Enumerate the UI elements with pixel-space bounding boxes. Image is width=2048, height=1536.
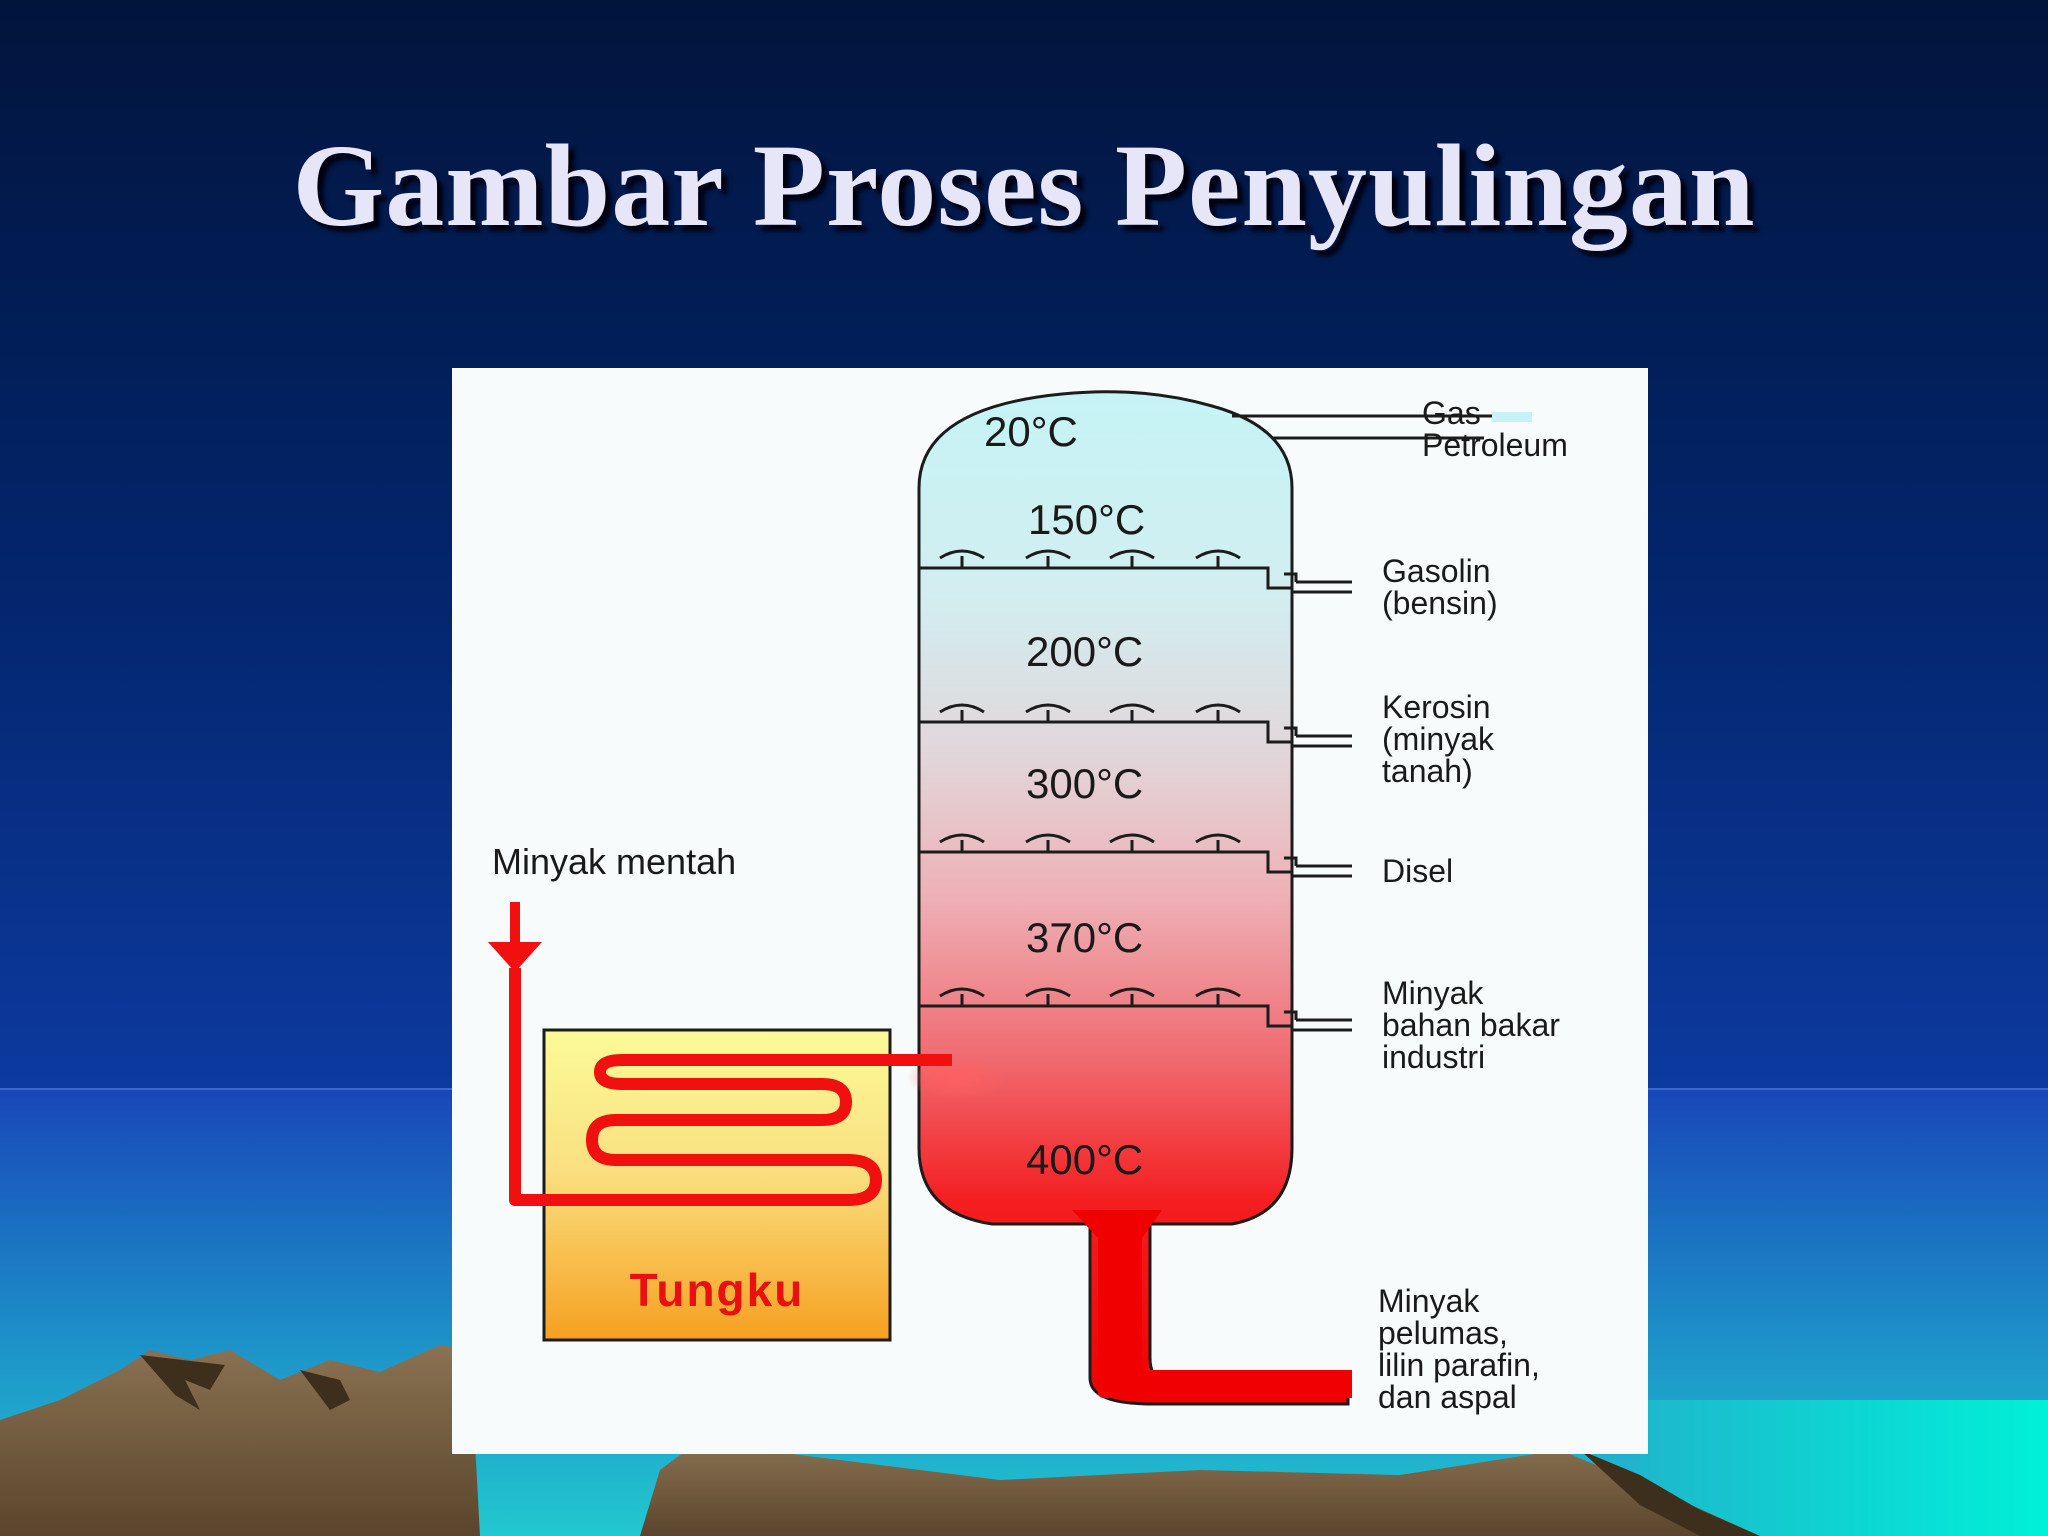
tray-2 — [919, 703, 1292, 744]
bubble-cap — [939, 703, 985, 722]
temp-label-200: 200°C — [1026, 628, 1143, 675]
bubble-cap — [1109, 549, 1155, 568]
product-gas-line2: Petroleum — [1422, 427, 1568, 463]
bubble-cap — [939, 549, 985, 568]
bubble-cap — [1025, 703, 1071, 722]
inlet-flare — [907, 1056, 1007, 1100]
temp-label-150: 150°C — [1028, 496, 1145, 543]
input-arrow-icon — [488, 902, 542, 972]
distillation-svg: 20°C 150°C 200°C 300°C 370°C 400°C Gas P… — [452, 368, 1648, 1454]
product-gasolin-line1: Gasolin — [1382, 553, 1491, 589]
bubble-cap — [1195, 549, 1241, 568]
product-outlets — [1232, 412, 1532, 440]
product-residu-line1: Minyak — [1378, 1283, 1480, 1319]
outlet-pipe-1 — [1284, 572, 1352, 594]
product-industri-line2: bahan bakar — [1382, 1007, 1560, 1043]
product-gas-line1: Gas — [1422, 395, 1481, 431]
distillation-diagram: 20°C 150°C 200°C 300°C 370°C 400°C Gas P… — [452, 368, 1648, 1454]
product-kerosin-line3: tanah) — [1382, 753, 1473, 789]
tray-4 — [919, 987, 1292, 1028]
tray-3 — [919, 833, 1292, 874]
product-gasolin-line2: (bensin) — [1382, 585, 1498, 621]
product-industri-line3: industri — [1382, 1039, 1485, 1075]
bubble-cap — [1195, 987, 1241, 1006]
side-outlets — [1284, 572, 1352, 1032]
temp-label-20: 20°C — [984, 408, 1078, 455]
input-label: Minyak mentah — [492, 841, 736, 882]
furnace-label: Tungku — [630, 1264, 805, 1316]
distillation-column — [917, 390, 1350, 1406]
product-kerosin-line2: (minyak — [1382, 721, 1495, 757]
bubble-cap — [939, 833, 985, 852]
bubble-cap — [1109, 833, 1155, 852]
temp-label-300: 300°C — [1026, 760, 1143, 807]
bubble-cap — [1025, 987, 1071, 1006]
product-disel: Disel — [1382, 853, 1453, 889]
temp-label-370: 370°C — [1026, 914, 1143, 961]
bubble-cap — [1109, 703, 1155, 722]
residue-pipe — [1098, 1230, 1352, 1398]
temp-label-400: 400°C — [1026, 1136, 1143, 1183]
bubble-cap — [1025, 833, 1071, 852]
crude-oil-pipe — [509, 968, 952, 1206]
outlet-pipe-3 — [1284, 856, 1352, 878]
column-trays — [919, 549, 1292, 1028]
bubble-cap — [939, 987, 985, 1006]
product-residu-line3: lilin parafin, — [1378, 1347, 1540, 1383]
product-kerosin-line1: Kerosin — [1382, 689, 1491, 725]
product-residu-line4: dan aspal — [1378, 1379, 1517, 1415]
tray-1 — [919, 549, 1292, 590]
outlet-pipe-4 — [1284, 1010, 1352, 1032]
outlet-pipe-2 — [1284, 726, 1352, 748]
bubble-cap — [1025, 549, 1071, 568]
slide-title: Gambar Proses Penyulingan — [292, 120, 1756, 251]
product-industri-line1: Minyak — [1382, 975, 1484, 1011]
product-residu-line2: pelumas, — [1378, 1315, 1508, 1351]
bubble-cap — [1195, 833, 1241, 852]
bubble-cap — [1109, 987, 1155, 1006]
bubble-cap — [1195, 703, 1241, 722]
